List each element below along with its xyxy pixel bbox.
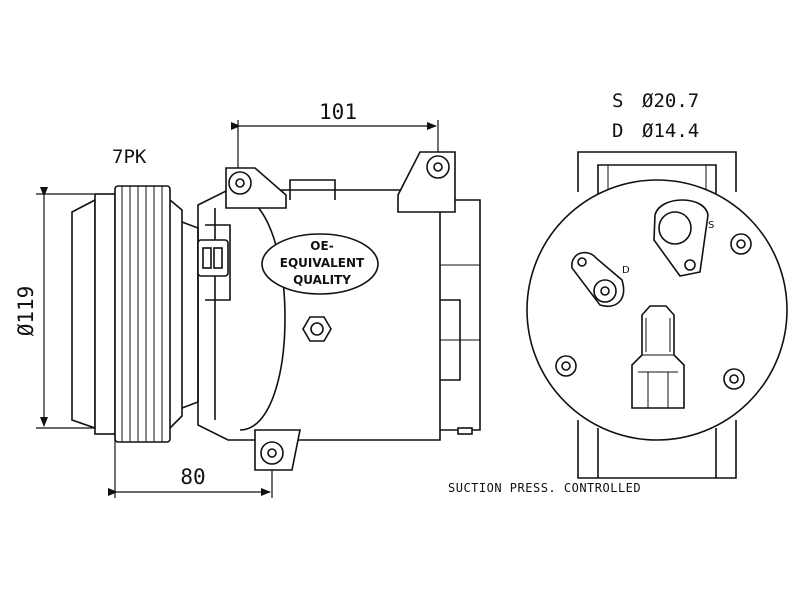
compressor-body [197,179,481,441]
oe-quality-badge: OE- EQUIVALENT QUALITY [261,233,379,295]
pulley [71,185,199,443]
discharge-port: D [571,251,630,307]
dimension-top-width: 101 [231,100,439,168]
rear-view: S D S Ø20.7 D Ø14.4 SUCTION PRESS. [448,90,788,495]
belt-profile-label: 7PK [112,146,147,168]
suction-port: S [653,199,714,277]
badge-line-3: QUALITY [293,273,351,287]
mounting-ear-top-right [397,151,456,213]
dimension-pulley-diameter-label: Ø119 [14,286,38,337]
badge-line-2: EQUIVALENT [280,256,365,270]
housing-top-tab [577,151,737,192]
port-specs: S Ø20.7 D Ø14.4 [612,90,699,142]
dimension-bottom-width-label: 80 [180,465,205,489]
control-valve [631,305,685,409]
discharge-spec-letter: D [612,120,623,142]
suction-spec-size: Ø20.7 [642,90,699,112]
dimension-pulley-diameter: Ø119 [14,187,94,429]
side-view: OE- EQUIVALENT QUALITY 101 80 Ø119 7PK [14,100,481,498]
discharge-spec-size: Ø14.4 [642,120,699,142]
discharge-port-letter: D [622,265,630,276]
rear-housing [526,179,788,441]
housing-bottom-tab [577,420,737,479]
mounting-ear-top-left [225,167,287,209]
mounting-ear-bottom [254,429,301,471]
dimension-bottom-width: 80 [108,434,273,498]
dimension-top-width-label: 101 [319,100,357,124]
rear-mounting-holes [555,233,752,390]
badge-line-1: OE- [310,239,333,253]
suction-port-letter: S [708,220,714,231]
control-note: SUCTION PRESS. CONTROLLED [448,481,641,495]
suction-spec-letter: S [612,90,623,112]
